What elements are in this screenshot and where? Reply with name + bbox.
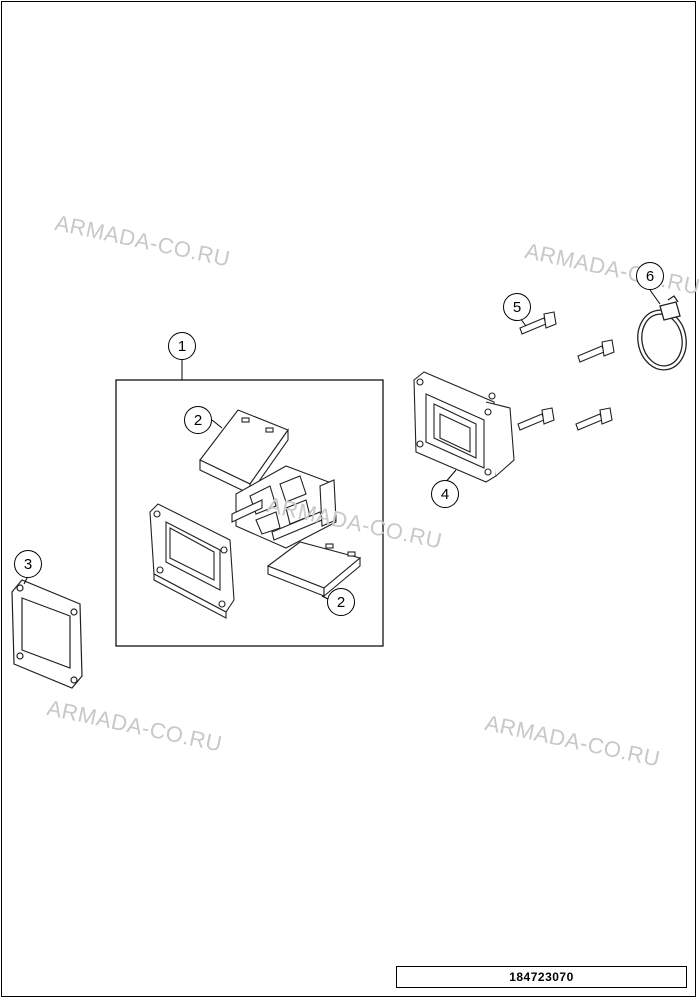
reed-petal-top — [199, 409, 289, 496]
callout-intake-flange: 4 — [431, 480, 459, 508]
callout-hose-clamp: 6 — [636, 262, 664, 290]
document-number-box: 184723070 — [396, 966, 687, 988]
document-number: 184723070 — [509, 970, 574, 984]
callout-gasket: 3 — [14, 550, 42, 578]
reed-valve-housing — [149, 503, 235, 619]
screw-set — [517, 311, 615, 431]
reed-petal-bottom — [266, 541, 362, 598]
leader-line-6 — [649, 289, 661, 305]
gasket-outline — [11, 579, 83, 689]
callout-reed-petals-bottom: 2 — [327, 588, 355, 616]
callout-screw: 5 — [503, 293, 531, 321]
hose-clamp — [637, 295, 687, 371]
intake-flange — [413, 371, 515, 483]
reed-cage — [231, 465, 337, 549]
callout-reed-valve-assembly: 1 — [168, 332, 196, 360]
assembly-group-box — [115, 379, 384, 647]
callout-reed-petals-top: 2 — [184, 406, 212, 434]
